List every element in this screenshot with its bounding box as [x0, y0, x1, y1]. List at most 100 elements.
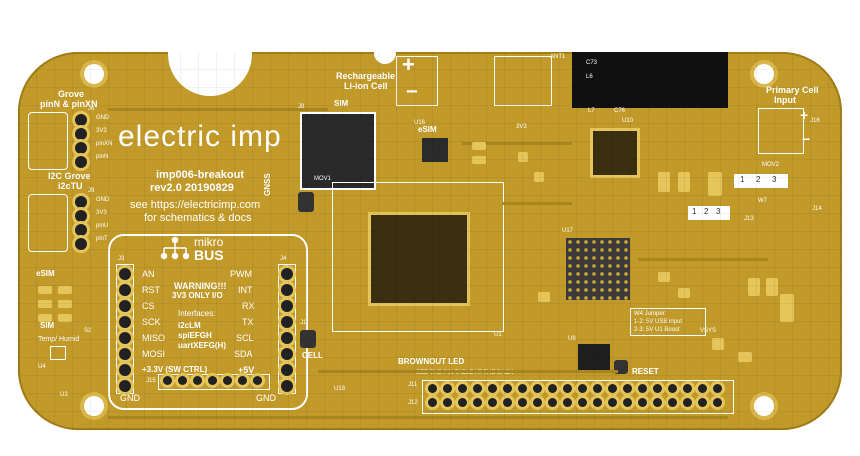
trace	[108, 108, 328, 111]
mikrobus-right-pin	[281, 332, 293, 344]
grove-i2c-pin-1	[75, 196, 87, 208]
refdes-j16: J16	[810, 118, 820, 124]
primary-cell-plus: +	[800, 107, 809, 123]
w4-jumper-line2: 2-3: 5V U1 Boost	[634, 327, 680, 333]
bottom-header-pin	[608, 398, 617, 407]
smd-component	[712, 338, 724, 350]
bottom-header-pin	[668, 384, 677, 393]
bottom-header-pin	[458, 384, 467, 393]
grove-i2c-title-2: i2cTU	[58, 181, 83, 191]
bottom-header-pin	[638, 398, 647, 407]
brownout-led-label: BROWNOUT LED	[398, 357, 465, 366]
grove-gpio-title-2: pinN & pinXN	[40, 99, 98, 109]
refdes-vsys: VSYS	[700, 328, 717, 334]
bottom-header-pin	[458, 398, 467, 407]
refdes-j3: J3	[118, 256, 125, 262]
refdes-l7: L7	[588, 108, 595, 114]
j15-header-pin	[193, 376, 202, 385]
refdes-u10: U10	[622, 118, 634, 124]
refdes-mov2: MOV2	[762, 162, 780, 168]
bottom-header-pin	[563, 398, 572, 407]
bottom-header-pin	[593, 398, 602, 407]
bottom-header-pin	[473, 398, 482, 407]
jumper-bottom-box	[688, 206, 730, 220]
grove-i2c-pin-label: GND	[96, 197, 110, 203]
esim-side-label: eSIM	[36, 269, 55, 278]
j15-header-pin	[208, 376, 217, 385]
esim-label: eSIM	[418, 125, 437, 134]
mounting-hole-bottom-right	[754, 396, 774, 416]
refdes-j13: J13	[744, 216, 754, 222]
antenna-block	[572, 52, 728, 108]
mikrobus-left-pin	[119, 268, 131, 280]
jumper-bottom-number: 2	[704, 207, 709, 216]
w4-jumper-line1: 1-2: 5V USB input	[634, 319, 683, 325]
battery-plus: +	[402, 52, 415, 77]
mikrobus-interfaces-title: Interfaces:	[178, 309, 216, 318]
bottom-header-pin	[548, 398, 557, 407]
primary-cell-connector[interactable]	[758, 108, 804, 154]
mikrobus-warning-sub: 3V3 ONLY I/O	[172, 291, 223, 300]
mikrobus-left-pin	[119, 332, 131, 344]
j15-header-outline	[158, 374, 270, 390]
grove-gpio-pin-label: pinXN	[96, 141, 113, 147]
refdes-u16: U16	[414, 120, 426, 126]
mikrobus-right-label: TX	[242, 317, 254, 327]
grove-i2c-connector[interactable]	[28, 194, 68, 252]
bottom-header-pin	[578, 384, 587, 393]
bottom-header-pin	[698, 398, 707, 407]
primary-cell-label-1: Primary Cell	[766, 85, 819, 95]
battery-minus: −	[406, 81, 418, 103]
board-name: imp006-breakout	[156, 169, 245, 181]
mikrobus-left-label: MISO	[142, 333, 166, 343]
mikrobus-warning: WARNING!!!	[174, 281, 227, 291]
trace	[638, 258, 768, 261]
mikrobus-interface: i2cLM	[178, 321, 201, 330]
mikrobus-right-label: SCL	[236, 333, 254, 343]
grove-i2c-pin-2	[75, 210, 87, 222]
bottom-header-pin	[713, 398, 722, 407]
mikrobus-left-pin	[119, 284, 131, 296]
mikrobus-right-pin	[281, 268, 293, 280]
jumper-top-number: 2	[756, 175, 761, 184]
smd-component	[678, 172, 690, 192]
mikrobus-right-label: GND	[256, 393, 276, 403]
refdes-u18: U18	[334, 386, 346, 392]
smd-component	[472, 156, 486, 164]
sim-card-slot[interactable]	[300, 112, 376, 190]
smd-component	[780, 294, 794, 322]
refdes-c73: C73	[586, 60, 598, 66]
esim-chip	[422, 138, 448, 162]
gnss-label: GNSS	[263, 173, 272, 196]
mounting-hole-top-right	[754, 64, 774, 84]
primary-cell-label-2: Input	[774, 95, 796, 105]
board-notch	[374, 52, 396, 64]
board-url-line2: for schematics & docs	[144, 212, 252, 224]
esim-side-sim-label: SIM	[40, 321, 55, 330]
jumper-bottom-number: 3	[716, 207, 721, 216]
mikrobus-left-label: GND	[120, 393, 140, 403]
pcb-board: electric imp imp006-breakout rev2.0 2019…	[18, 52, 842, 430]
bottom-header-pin	[428, 384, 437, 393]
u8-chip	[578, 344, 610, 372]
grove-gpio-pin-4	[75, 156, 87, 168]
mikrobus-logo-bottom: BUS	[194, 247, 224, 263]
grove-gpio-pin-label: GND	[96, 115, 110, 121]
esim-pad	[58, 300, 72, 308]
refdes-j11: J11	[408, 382, 418, 388]
refdes-j8: J8	[298, 104, 305, 110]
grove-gpio-connector[interactable]	[28, 112, 68, 170]
jumper-top-number: 1	[740, 175, 745, 184]
temp-humid-sensor	[50, 346, 66, 360]
j15-header-pin	[223, 376, 232, 385]
smd-component	[658, 172, 670, 192]
bottom-header-pin	[503, 384, 512, 393]
bottom-header-pin	[503, 398, 512, 407]
refdes-j15: J15	[146, 378, 156, 384]
sim-label: SIM	[334, 99, 349, 108]
mikrobus-right-pin	[281, 316, 293, 328]
mikrobus-interface: uartXEFG(H)	[178, 341, 226, 350]
refdes-j9: J9	[88, 188, 95, 194]
bottom-header-pin	[713, 384, 722, 393]
w4-jumper-note-box	[630, 308, 706, 336]
